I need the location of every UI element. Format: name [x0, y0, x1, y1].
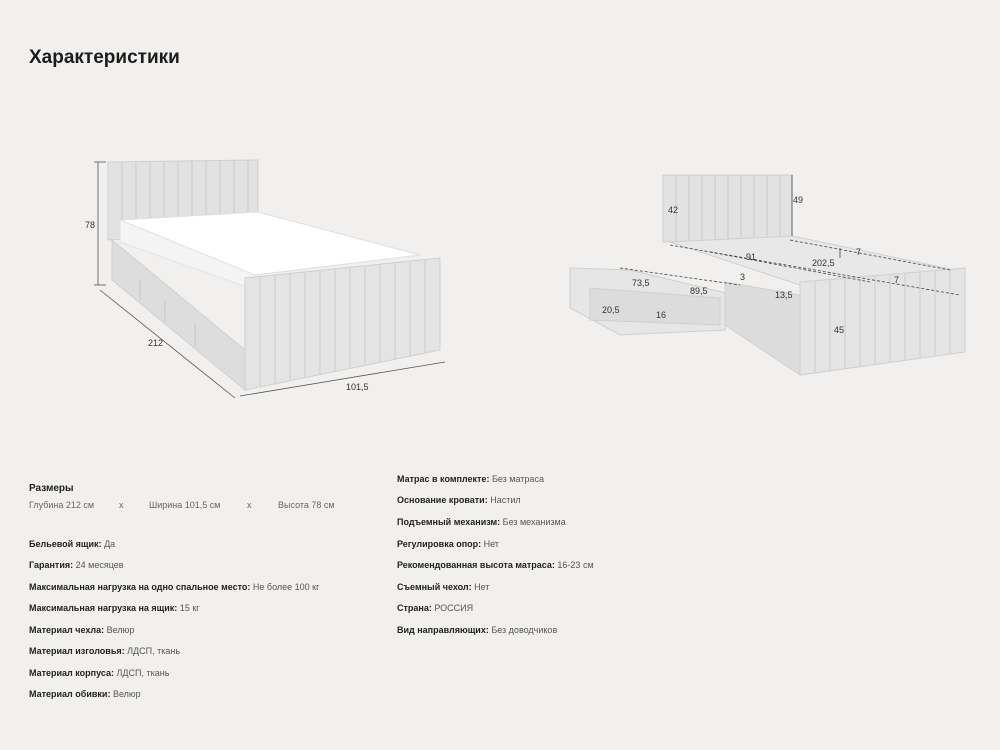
dim-3: 3	[740, 272, 745, 282]
spec-right-1: Основание кровати: Настил	[397, 495, 521, 505]
spec-left-2: Максимальная нагрузка на одно спальное м…	[29, 582, 320, 592]
dim-73: 73,5	[632, 278, 650, 288]
dim-91: 91	[746, 252, 756, 262]
spec-left-5: Материал изголовья: ЛДСП, ткань	[29, 646, 181, 656]
page-title: Характеристики	[29, 47, 180, 68]
spec-left-1: Гарантия: 24 месяцев	[29, 560, 124, 570]
dim-headboard-a: 42	[668, 205, 678, 215]
spec-left-4: Материал чехла: Велюр	[29, 625, 135, 635]
spec-right-0: Матрас в комплекте: Без матраса	[397, 474, 544, 484]
dim-width-label: 101,5	[346, 382, 369, 392]
spec-right-4: Рекомендованная высота матраса: 16-23 см	[397, 560, 594, 570]
bed-illustration-left: 78 212 101,5	[85, 159, 446, 399]
dim-headboard-b: 49	[793, 195, 803, 205]
dim-13: 13,5	[775, 290, 793, 300]
spec-right-5: Съемный чехол: Нет	[397, 582, 490, 592]
spec-right-7: Вид направляющих: Без доводчиков	[397, 625, 558, 635]
dim-16: 16	[656, 310, 666, 320]
size-separator-2: x	[247, 500, 252, 510]
dim-20: 20,5	[602, 305, 620, 315]
dim-89: 89,5	[690, 286, 708, 296]
dim-height-label: 78	[85, 220, 95, 230]
dim-7a: 7	[856, 247, 861, 257]
size-height: Высота 78 см	[278, 500, 335, 510]
dim-depth-label: 212	[148, 338, 163, 348]
spec-left-6: Материал корпуса: ЛДСП, ткань	[29, 668, 170, 678]
dim-202: 202,5	[812, 258, 835, 268]
dim-7b: 7	[894, 275, 899, 285]
spec-right-3: Регулировка опор: Нет	[397, 539, 499, 549]
spec-left-3: Максимальная нагрузка на ящик: 15 кг	[29, 603, 200, 613]
sizes-heading: Размеры	[29, 483, 74, 494]
spec-left-7: Материал обивки: Велюр	[29, 689, 141, 699]
spec-right-6: Страна: РОССИЯ	[397, 603, 474, 613]
spec-right-2: Подъемный механизм: Без механизма	[397, 517, 566, 527]
size-separator-1: x	[119, 500, 124, 510]
dim-45: 45	[834, 325, 844, 335]
size-depth: Глубина 212 см	[29, 500, 95, 510]
size-width: Ширина 101,5 см	[149, 500, 221, 510]
bed-illustration-right: 42 49 7 202,5 91 3 7 73,5 89,5 13,5 20,5…	[569, 174, 966, 376]
spec-left-0: Бельевой ящик: Да	[29, 539, 116, 549]
